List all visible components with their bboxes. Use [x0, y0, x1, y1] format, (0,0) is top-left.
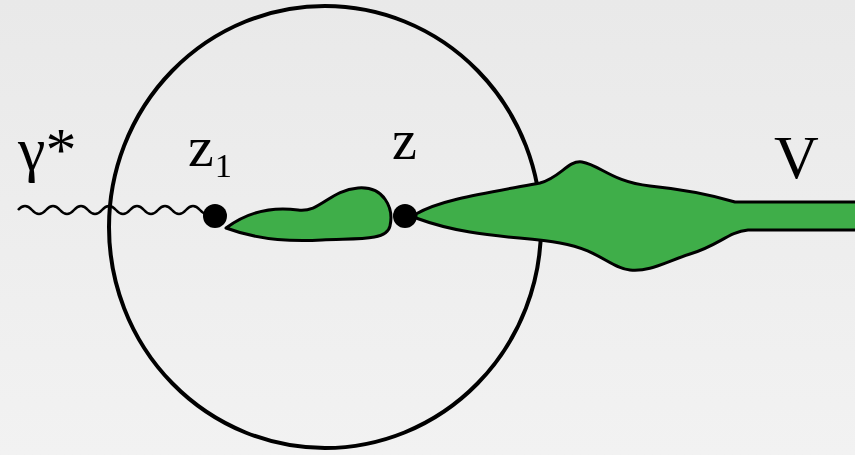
meson-label: V [774, 126, 819, 188]
vertex-dot [203, 204, 227, 228]
photon-line [18, 206, 214, 214]
green-blob [226, 188, 391, 241]
photon-label: γ* [18, 118, 76, 180]
vertex-label: z [392, 112, 417, 168]
vertex-dot [393, 204, 417, 228]
vertex-label: z₁ [188, 118, 234, 176]
